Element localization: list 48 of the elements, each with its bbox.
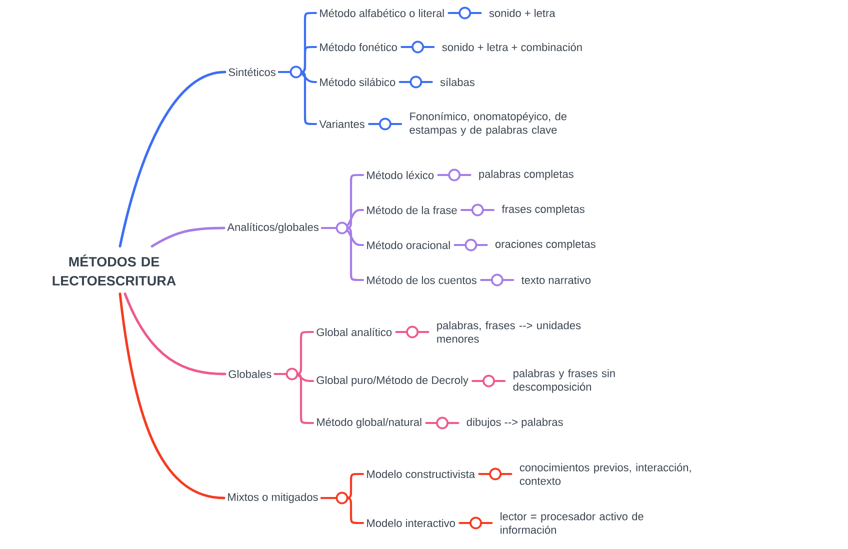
method-label: Método de los cuentos <box>367 276 476 284</box>
connector <box>448 12 482 14</box>
method-label: Método oracional <box>367 240 450 250</box>
method-label: Variantes <box>319 120 364 128</box>
description-text: sonido + letra + combinación <box>442 42 582 52</box>
method-label: Método silábico <box>320 78 396 86</box>
connector <box>472 380 506 382</box>
description-text: sonido + letra <box>489 8 556 18</box>
connector <box>425 422 460 424</box>
method-label: Método fonético <box>320 42 397 52</box>
description-text: sílabas <box>440 78 474 86</box>
description-text: conocimientos previos, interacción, contexto <box>520 463 691 485</box>
method-label: Método global/natural <box>317 418 422 428</box>
connector <box>460 208 495 212</box>
description-text: oraciones completas <box>495 240 596 250</box>
connector <box>118 292 226 500</box>
method-label: Método alfabético o literal <box>320 8 444 18</box>
connector <box>478 472 512 476</box>
connector <box>395 330 430 334</box>
description-text: frases completas <box>502 204 584 216</box>
description-text: lector = procesador activo de información <box>500 512 644 534</box>
connector <box>398 80 433 84</box>
connector <box>150 226 226 248</box>
central-topic: MÉTODOS DE LECTOESCRITURA <box>52 254 176 286</box>
connector <box>368 122 402 126</box>
description-text: Fononímico, onomatopéyico, de estampas y de palabras clave <box>410 112 566 136</box>
method-label: Global puro/Método de Decroly <box>316 376 468 386</box>
description-text: texto narrativo <box>521 276 590 284</box>
branch-label: Sintéticos <box>228 68 276 76</box>
description-text: palabras y frases sin descomposición <box>513 369 615 393</box>
branch-label: Mixtos o mitigados <box>228 492 318 504</box>
method-label: Método de la frase <box>367 206 457 214</box>
connector <box>480 278 514 282</box>
method-label: Método léxico <box>367 170 434 180</box>
method-label: Modelo constructivista <box>367 470 475 478</box>
method-label: Modelo interactivo <box>367 518 455 528</box>
branch-label: Globales <box>228 370 272 378</box>
connector <box>454 244 488 246</box>
connector <box>118 70 226 248</box>
connector <box>458 522 493 524</box>
method-label: Global analítico <box>316 328 392 336</box>
connector <box>124 292 226 376</box>
connector <box>400 46 435 48</box>
connector <box>437 174 472 176</box>
branch-label: Analíticos/globales <box>227 222 318 234</box>
description-text: palabras completas <box>479 170 574 180</box>
description-text: dibujos --> palabras <box>466 418 563 428</box>
description-text: palabras, frases --> unidades menores <box>437 321 581 343</box>
